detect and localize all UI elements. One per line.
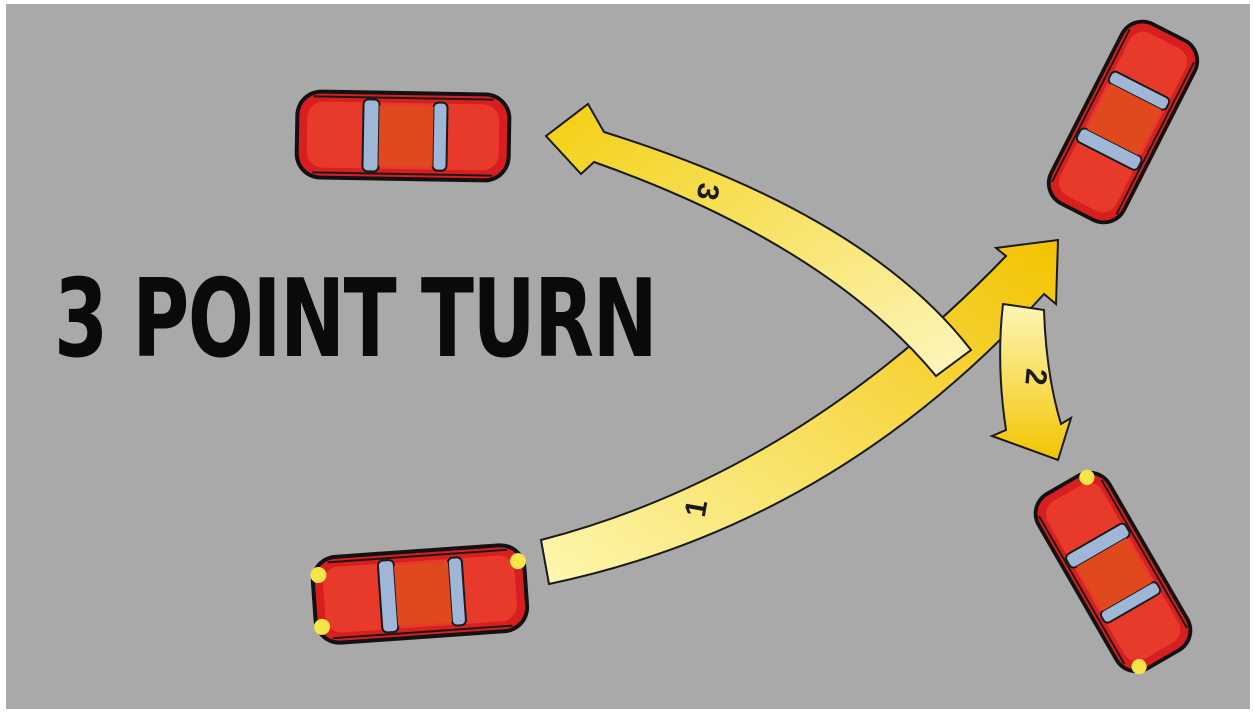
step-2-label: 2 (1018, 367, 1052, 387)
car-start (309, 542, 531, 647)
diagram-canvas: 1 2 3 3 POINT TURN (6, 4, 1250, 709)
car-after-step-2 (1025, 462, 1202, 682)
diagram-title: 3 POINT TURN (54, 266, 656, 374)
car-end (294, 89, 512, 183)
car-after-step-1 (1038, 11, 1207, 233)
